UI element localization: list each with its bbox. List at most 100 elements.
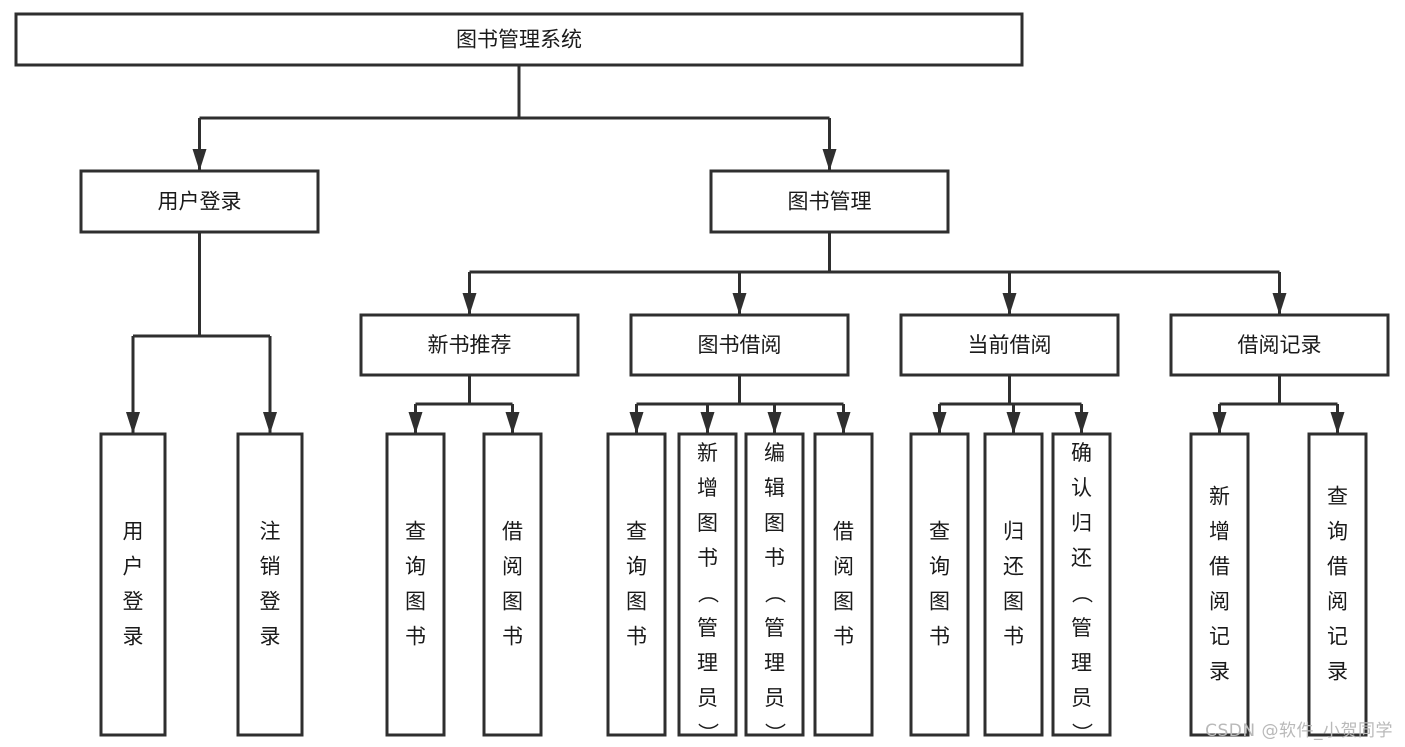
node-level2-0[interactable]: [79, 169, 320, 234]
node-level2-label-0: 用户登录: [158, 190, 242, 214]
svg-text:书: 书: [929, 625, 950, 649]
svg-text:销: 销: [260, 555, 281, 579]
node-leaf-8[interactable]: [909, 432, 970, 737]
node-leaf-5[interactable]: [677, 432, 738, 737]
svg-text:查: 查: [626, 520, 647, 544]
svg-text:图: 图: [929, 590, 950, 614]
connector-layer: [126, 65, 1345, 434]
svg-text:员: 员: [764, 686, 785, 710]
svg-text:询: 询: [1327, 520, 1348, 544]
svg-text:询: 询: [405, 555, 426, 579]
borrow-arrow-3: [836, 412, 851, 434]
node-level3-2[interactable]: [899, 313, 1120, 377]
node-level3-label-0: 新书推荐: [428, 333, 512, 357]
node-level3-0[interactable]: [359, 313, 580, 377]
node-level3-3[interactable]: [1169, 313, 1390, 377]
svg-text:归: 归: [1071, 511, 1092, 535]
node-leaf-2[interactable]: [385, 432, 446, 737]
svg-text:登: 登: [260, 590, 281, 614]
svg-text:户: 户: [123, 555, 144, 579]
svg-text:管: 管: [697, 616, 718, 640]
svg-text:书: 书: [833, 625, 854, 649]
borrow-arrow-0: [629, 412, 644, 434]
svg-text:询: 询: [929, 555, 950, 579]
svg-text:阅: 阅: [502, 555, 523, 579]
node-level3-label-2: 当前借阅: [968, 333, 1052, 357]
node-root-label: 图书管理系统: [456, 28, 582, 52]
borrow-record-arrow-1: [1330, 412, 1345, 434]
node-root[interactable]: [14, 12, 1024, 67]
new-book-arrow-0: [408, 412, 423, 434]
svg-text:（: （: [763, 583, 787, 604]
svg-text:录: 录: [260, 625, 281, 649]
svg-text:新: 新: [697, 441, 718, 465]
svg-text:记: 记: [1209, 625, 1230, 649]
svg-text:员: 员: [697, 686, 718, 710]
book-mgmt-arrow-0: [462, 293, 477, 315]
node-leaf-label-0: 用户登录: [123, 520, 144, 649]
borrow-arrow-1: [700, 412, 715, 434]
node-leaf-10[interactable]: [1051, 432, 1112, 737]
root-arrow-0: [192, 149, 207, 171]
svg-text:借: 借: [502, 520, 523, 544]
svg-text:管: 管: [1071, 616, 1092, 640]
svg-text:录: 录: [1327, 660, 1348, 684]
svg-text:查: 查: [405, 520, 426, 544]
node-level2-1[interactable]: [709, 169, 950, 234]
svg-text:理: 理: [764, 651, 785, 675]
current-borrow-arrow-0: [932, 412, 947, 434]
svg-text:理: 理: [1071, 651, 1092, 675]
svg-text:阅: 阅: [1327, 590, 1348, 614]
svg-text:录: 录: [1209, 660, 1230, 684]
svg-text:新: 新: [1209, 485, 1230, 509]
node-leaf-6[interactable]: [744, 432, 805, 737]
svg-text:书: 书: [502, 625, 523, 649]
svg-text:图: 图: [764, 511, 785, 535]
book-mgmt-arrow-1: [732, 293, 747, 315]
node-leaf-4[interactable]: [606, 432, 667, 737]
borrow-arrow-2: [767, 412, 782, 434]
svg-text:）: ）: [1070, 723, 1094, 744]
svg-text:借: 借: [1209, 555, 1230, 579]
node-leaf-3[interactable]: [482, 432, 543, 737]
svg-text:书: 书: [1003, 625, 1024, 649]
label-layer: 图书管理系统用户登录图书管理新书推荐图书借阅当前借阅借阅记录用户登录注销登录查询…: [123, 28, 1349, 744]
svg-text:辑: 辑: [764, 476, 785, 500]
node-leaf-1[interactable]: [236, 432, 304, 737]
svg-text:理: 理: [697, 651, 718, 675]
node-leaf-9[interactable]: [983, 432, 1044, 737]
node-leaf-7[interactable]: [813, 432, 874, 737]
svg-text:查: 查: [1327, 485, 1348, 509]
svg-text:图: 图: [697, 511, 718, 535]
svg-text:确: 确: [1071, 441, 1092, 465]
svg-text:编: 编: [764, 441, 785, 465]
svg-text:）: ）: [696, 723, 720, 744]
node-level3-label-1: 图书借阅: [698, 333, 782, 357]
node-leaf-0[interactable]: [99, 432, 167, 737]
node-level3-1[interactable]: [629, 313, 850, 377]
borrow-record-arrow-0: [1212, 412, 1227, 434]
svg-text:录: 录: [123, 625, 144, 649]
node-level2-label-1: 图书管理: [788, 190, 872, 214]
svg-text:图: 图: [1003, 590, 1024, 614]
svg-text:（: （: [696, 583, 720, 604]
svg-text:（: （: [1070, 583, 1094, 604]
node-leaf-12[interactable]: [1307, 432, 1368, 737]
svg-text:书: 书: [697, 546, 718, 570]
box-layer: [14, 12, 1390, 737]
svg-text:书: 书: [626, 625, 647, 649]
node-leaf-11[interactable]: [1189, 432, 1250, 737]
svg-text:员: 员: [1071, 686, 1092, 710]
svg-text:增: 增: [1209, 520, 1230, 544]
